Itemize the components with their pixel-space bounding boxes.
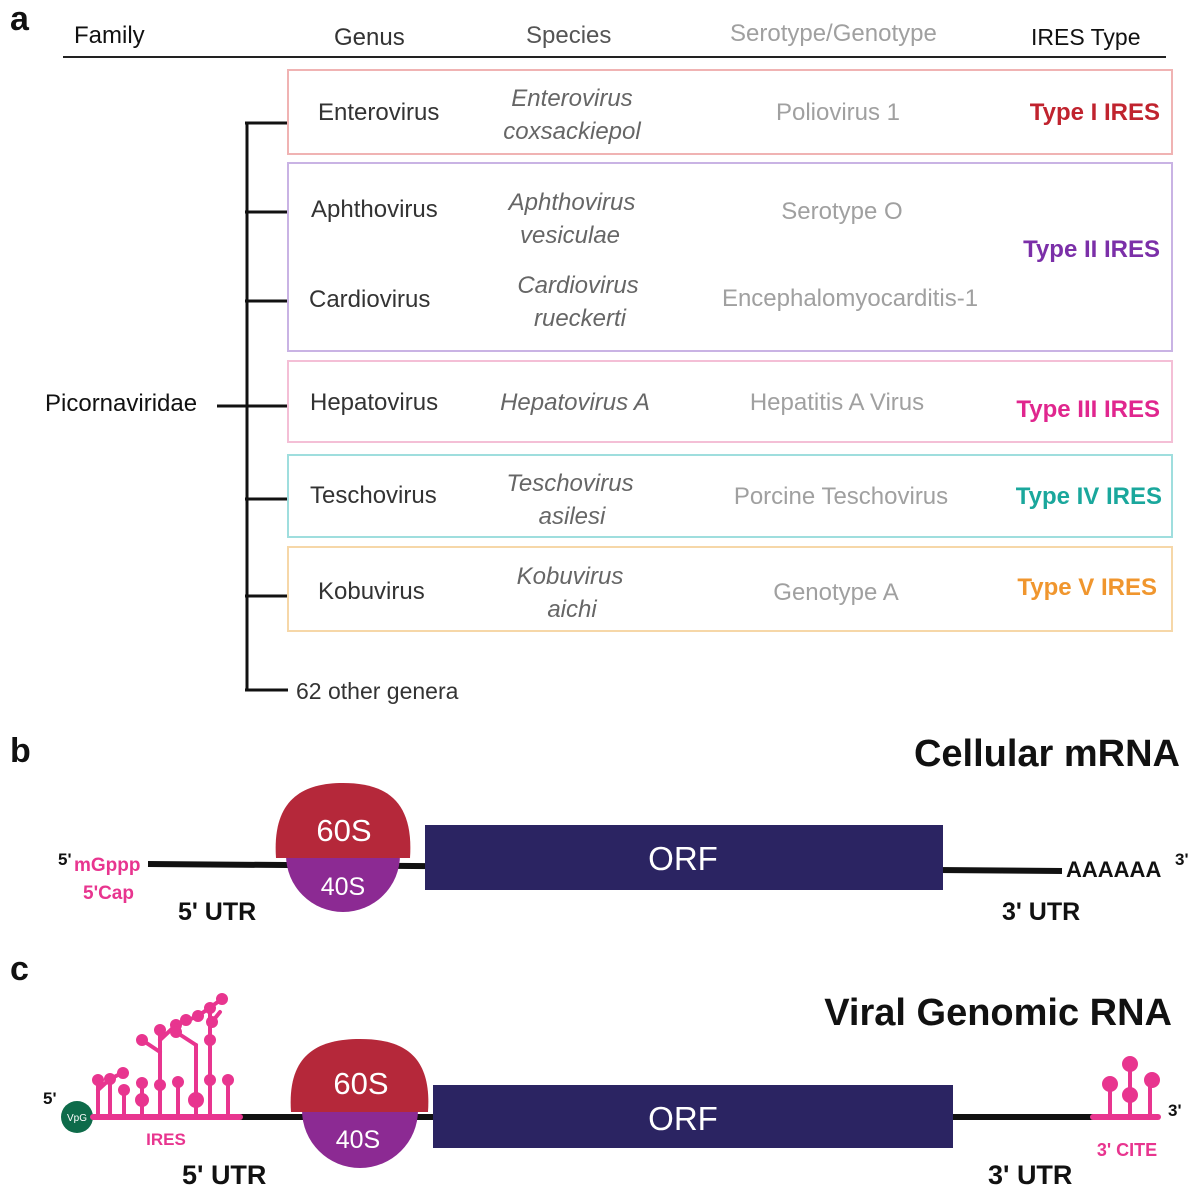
- ribosome-60s-c-label: 60S: [333, 1066, 388, 1101]
- panel-a-letter: a: [10, 0, 30, 38]
- header-genus: Genus: [334, 24, 405, 51]
- polya-label: AAAAAA: [1066, 857, 1161, 882]
- serotype-aphthovirus: Serotype O: [781, 198, 902, 225]
- ires-label: IRES: [146, 1130, 186, 1149]
- ribosome-b: 60S 40S: [275, 783, 411, 912]
- genus-kobuvirus: Kobuvirus: [318, 578, 425, 605]
- ribosome-40s-c: [302, 1110, 418, 1168]
- genus-aphthovirus: Aphthovirus: [311, 196, 438, 223]
- genus-cardiovirus: Cardiovirus: [309, 286, 430, 313]
- species-enterovirus-1: Enterovirus: [511, 85, 632, 112]
- family-label: Picornaviridae: [45, 390, 197, 417]
- orf-label-b: ORF: [648, 840, 718, 877]
- species-kobuvirus-2: aichi: [547, 596, 597, 623]
- serotype-enterovirus: Poliovirus 1: [776, 99, 900, 126]
- ribosome-40s-b: [286, 855, 400, 912]
- ribosome-40s-b-label: 40S: [321, 873, 365, 901]
- cap-label-1: mGppp: [74, 855, 141, 876]
- utr3-label-b: 3' UTR: [1002, 898, 1080, 926]
- species-hepatovirus-1: Hepatovirus A: [500, 389, 650, 416]
- species-kobuvirus-1: Kobuvirus: [517, 563, 624, 590]
- ires-type-ii: Type II IRES: [1023, 236, 1160, 263]
- species-enterovirus-2: coxsackiepol: [503, 118, 641, 145]
- ribosome-c: 60S 40S: [290, 1039, 429, 1168]
- vpg-label: VpG: [67, 1113, 87, 1124]
- panel-c: c Viral Genomic RNA 5' VpG: [10, 950, 1182, 1190]
- mrna-5prime-label: 5': [58, 850, 72, 869]
- type-iii-box: [287, 360, 1173, 443]
- species-teschovirus-2: asilesi: [539, 503, 606, 530]
- panel-a: a Family Genus Species Serotype/Genotype…: [10, 0, 1173, 704]
- serotype-cardiovirus: Encephalomyocarditis-1: [722, 285, 978, 312]
- species-teschovirus-1: Teschovirus: [506, 470, 633, 497]
- ires-structure: [90, 993, 243, 1120]
- ires-type-iv: Type IV IRES: [1016, 483, 1162, 510]
- species-aphthovirus-1: Aphthovirus: [507, 189, 636, 216]
- header-family: Family: [74, 22, 145, 49]
- other-genera-label: 62 other genera: [296, 678, 459, 704]
- tree-lines: [217, 121, 288, 692]
- cite-structure: [1090, 1056, 1161, 1120]
- header-ires-type: IRES Type: [1031, 24, 1141, 50]
- ribosome-60s-c: [290, 1039, 429, 1112]
- type-iv-box: [287, 454, 1173, 538]
- ires-type-v: Type V IRES: [1017, 574, 1157, 601]
- utr3-label-c: 3' UTR: [988, 1160, 1072, 1190]
- vpg-protein: [61, 1101, 93, 1133]
- genus-teschovirus: Teschovirus: [310, 482, 437, 509]
- ribosome-60s-b: [275, 783, 411, 858]
- type-v-box: [287, 546, 1173, 632]
- utr5-label-c: 5' UTR: [182, 1160, 266, 1190]
- panel-c-letter: c: [10, 950, 29, 988]
- viral-3prime-label: 3': [1168, 1101, 1182, 1120]
- orf-label-c: ORF: [648, 1100, 718, 1137]
- serotype-hepatovirus: Hepatitis A Virus: [750, 389, 924, 416]
- species-aphthovirus-2: vesiculae: [520, 222, 620, 249]
- cite-label: 3' CITE: [1097, 1140, 1157, 1160]
- type-ii-box: [287, 162, 1173, 352]
- ires-type-i: Type I IRES: [1030, 99, 1160, 126]
- cap-label-2: 5'Cap: [83, 883, 134, 904]
- ires-type-iii: Type III IRES: [1016, 396, 1160, 423]
- serotype-kobuvirus: Genotype A: [773, 579, 898, 606]
- orf-box-c: [433, 1085, 953, 1148]
- panel-c-title: Viral Genomic RNA: [824, 992, 1172, 1034]
- serotype-teschovirus: Porcine Teschovirus: [734, 483, 948, 510]
- panel-b-letter: b: [10, 732, 31, 770]
- species-cardiovirus-1: Cardiovirus: [517, 272, 638, 299]
- panel-b-title: Cellular mRNA: [914, 733, 1180, 775]
- header-serotype: Serotype/Genotype: [730, 20, 937, 47]
- viral-5prime-label: 5': [43, 1089, 57, 1108]
- orf-box-b: [425, 825, 943, 890]
- species-cardiovirus-2: rueckerti: [534, 305, 627, 332]
- mrna-3prime-label: 3': [1175, 850, 1189, 869]
- genus-enterovirus: Enterovirus: [318, 99, 439, 126]
- type-i-box: [287, 69, 1173, 155]
- panel-b: b Cellular mRNA 5' mGppp 5'Cap 60S 40S O…: [10, 732, 1189, 926]
- utr5-label-b: 5' UTR: [178, 898, 256, 926]
- genus-hepatovirus: Hepatovirus: [310, 389, 438, 416]
- ribosome-40s-c-label: 40S: [336, 1126, 380, 1154]
- header-species: Species: [526, 22, 611, 49]
- ribosome-60s-b-label: 60S: [316, 813, 371, 848]
